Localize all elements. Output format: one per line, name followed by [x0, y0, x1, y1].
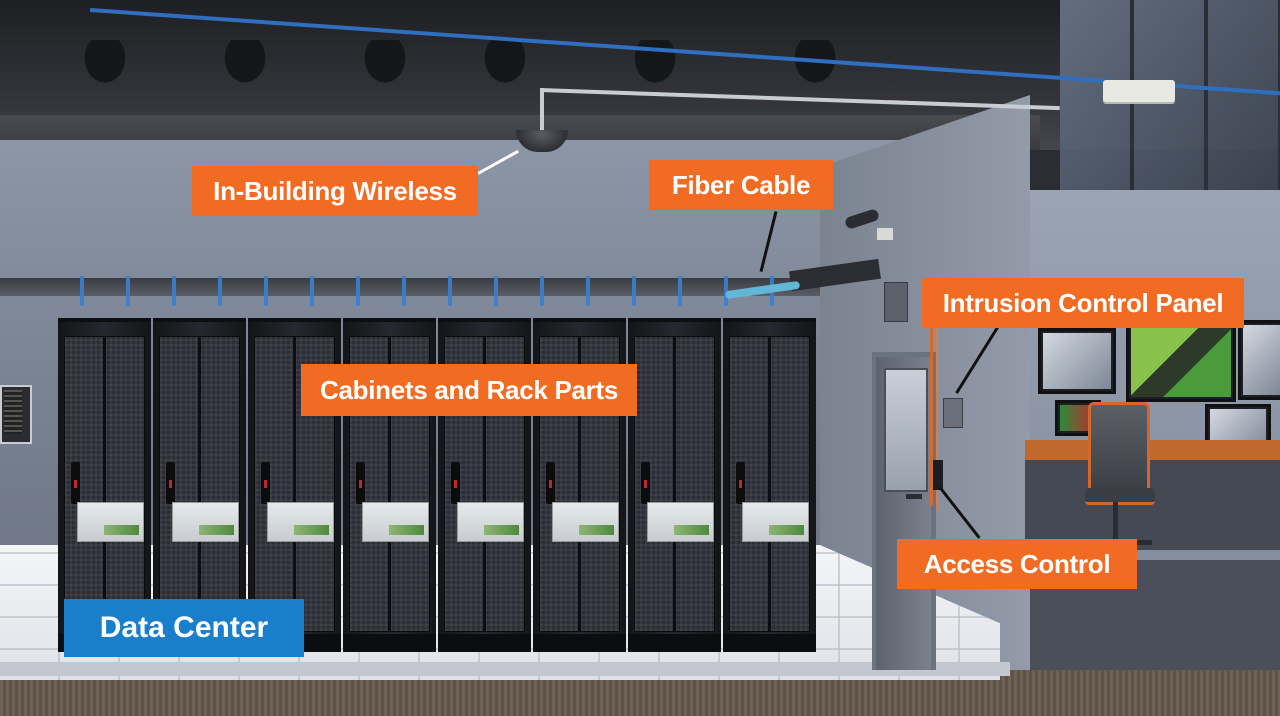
cabinet-mid [767, 336, 772, 632]
card-reader-icon [933, 460, 943, 490]
upstairs-chair [350, 40, 420, 100]
office-chair-base [1113, 502, 1118, 542]
control-desk [1025, 440, 1280, 460]
office-chair-seat [1085, 488, 1155, 505]
server-cabinet [153, 318, 246, 652]
upstairs-chair [210, 40, 280, 100]
server-cabinet [723, 318, 816, 652]
door-handle-icon [906, 494, 922, 499]
cabinet-handle [451, 462, 461, 504]
cabinet-handle [356, 462, 366, 504]
cabinet-handle [261, 462, 271, 504]
server-cabinet [58, 318, 151, 652]
cabinet-mid [482, 336, 487, 632]
upstairs-chair [470, 40, 540, 100]
cabinet-equip [741, 502, 809, 542]
raised-floor-edge [0, 662, 1010, 676]
cabinet-equip [456, 502, 524, 542]
cabinet-equip [551, 502, 619, 542]
cabinet-handle [736, 462, 746, 504]
upstairs-chair [70, 40, 140, 100]
in-building-wireless-label: In-Building Wireless [192, 166, 478, 216]
cabinet-equip [76, 502, 144, 542]
access-point-icon [1103, 80, 1175, 102]
server-cabinet [628, 318, 721, 652]
cabinet-mid [387, 336, 392, 632]
cabinet-mid [102, 336, 107, 632]
cabinet-equip [266, 502, 334, 542]
monitor [1038, 328, 1116, 394]
cabinet-mid [197, 336, 202, 632]
cabinet-feet [628, 634, 721, 652]
cabinet-handle [641, 462, 651, 504]
control-desk-front [1025, 460, 1280, 550]
cabinet-equip [361, 502, 429, 542]
data-center-title: Data Center [64, 599, 304, 657]
cabinet-feet [723, 634, 816, 652]
fiber-cable-label: Fiber Cable [649, 160, 833, 210]
cabinets-and-rack-parts-label: Cabinets and Rack Parts [301, 364, 637, 416]
door-window [884, 368, 928, 492]
network-cables [80, 276, 800, 306]
wall-panel-grille [4, 390, 22, 434]
wireless-antenna-icon [516, 130, 568, 152]
monitor [1055, 400, 1101, 436]
cabinet-handle [166, 462, 176, 504]
security-wire [936, 310, 938, 510]
intrusion-control-panel-label: Intrusion Control Panel [922, 278, 1244, 328]
server-cabinet [248, 318, 341, 652]
cabinet-equip [646, 502, 714, 542]
camera-mount [877, 228, 893, 240]
conduit-drop [540, 88, 544, 133]
cabinet-feet [343, 634, 436, 652]
intrusion-sensor-icon [943, 398, 963, 428]
cabinet-mid [672, 336, 677, 632]
office-chair-icon [1088, 402, 1150, 500]
cabinet-feet [438, 634, 531, 652]
cabinet-equip [171, 502, 239, 542]
intrusion-panel-box [884, 282, 908, 322]
cabinet-mid [577, 336, 582, 632]
monitor [1238, 320, 1280, 400]
cabinet-handle [546, 462, 556, 504]
access-control-label: Access Control [897, 539, 1137, 589]
security-wire [930, 310, 933, 505]
cabinet-handle [71, 462, 81, 504]
monitor [1126, 322, 1236, 402]
upstairs-chair [780, 40, 850, 100]
cabinet-feet [533, 634, 626, 652]
cabinet-mid [292, 336, 297, 632]
